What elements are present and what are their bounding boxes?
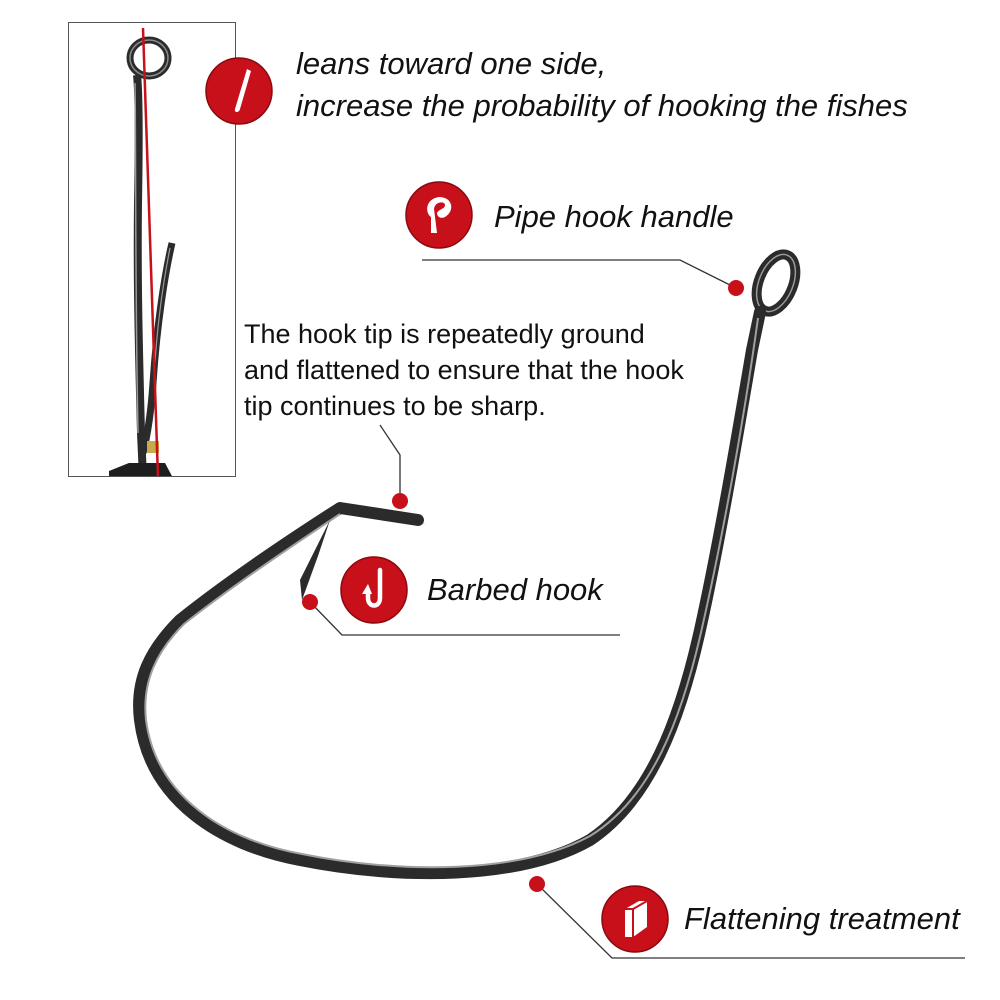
tip-text-line2: and flattened to ensure that the hook [244,355,684,385]
barbed-hook-icon [340,556,408,624]
hook-eye-icon [405,181,473,249]
inset-caption-line2: increase the probability of hooking the … [296,88,908,123]
flattening-label: Flattening treatment [684,901,960,936]
flattened-bar-icon [601,885,669,953]
pipe-handle-label: Pipe hook handle [494,199,734,234]
side-view-hook-image [109,27,176,476]
hook-tilt-icon [205,57,273,125]
inset-caption-line1: leans toward one side, [296,46,607,81]
tip-text-line1: The hook tip is repeatedly ground [244,319,645,349]
barbed-hook-label: Barbed hook [427,572,603,607]
tip-text-line3: tip continues to be sharp. [244,391,546,421]
